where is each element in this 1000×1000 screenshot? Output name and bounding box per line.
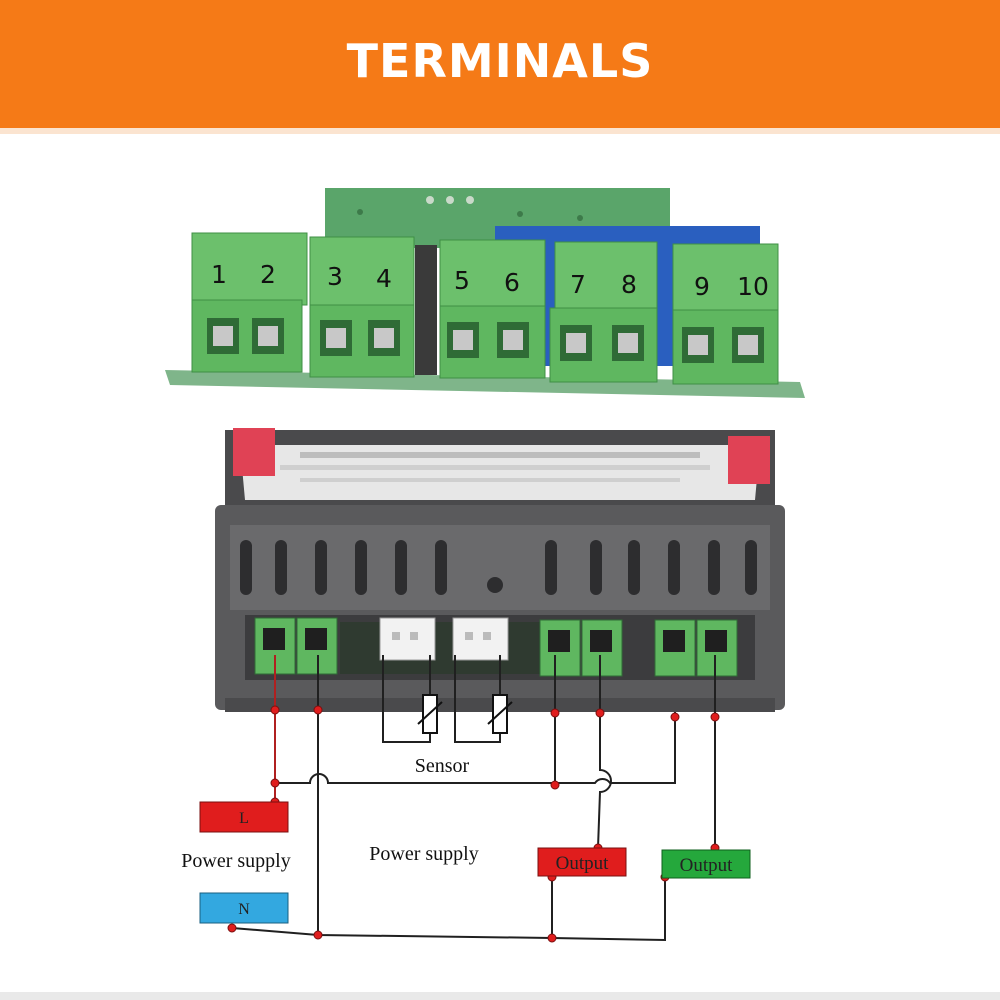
sensor-connector-2 (452, 617, 509, 661)
power-supply-left-label: Power supply (181, 850, 290, 872)
terminal-illustration: 1 2 3 4 5 6 7 8 9 10 (165, 188, 805, 943)
mounting-hole (487, 577, 503, 593)
sensor-probe-2 (487, 694, 513, 734)
terminal-block-7-8 (549, 241, 658, 383)
terminal-number-7: 7 (570, 270, 586, 299)
pcb-strip (340, 622, 540, 674)
pcb-component (466, 196, 474, 204)
output-green-box (661, 849, 751, 879)
sensor-probe-1 (417, 694, 443, 734)
terminal-block-9-10 (672, 243, 779, 385)
terminal-block-1-2 (191, 232, 308, 373)
housing-clip-left (233, 428, 275, 476)
neutral-terminal-box (199, 892, 289, 924)
terminal-number-9: 9 (694, 272, 710, 301)
terminal-number-2: 2 (260, 260, 276, 289)
pcb-component (517, 211, 523, 217)
power-supply-center-label: Power supply (369, 843, 478, 865)
vent-panel (230, 525, 770, 610)
sensor-label: Sensor (415, 755, 470, 777)
pcb-component (357, 209, 363, 215)
neutral-label: N (238, 901, 250, 918)
sensor-connector-1 (379, 617, 436, 661)
live-label: L (239, 810, 249, 827)
output-green-label: Output (680, 855, 734, 876)
housing-terminal-4 (581, 619, 623, 677)
terminal-number-10: 10 (737, 272, 769, 301)
controller-housing (215, 428, 785, 712)
terminal-number-4: 4 (376, 264, 392, 293)
terminal-board: 1 2 3 4 5 6 7 8 9 10 (165, 188, 805, 398)
terminal-number-5: 5 (454, 266, 470, 295)
pcb-gap (415, 245, 437, 375)
page-title: TERMINALS (346, 34, 654, 88)
terminal-number-6: 6 (504, 268, 520, 297)
banner-shadow (0, 128, 1000, 134)
housing-clip-right (728, 436, 770, 484)
housing-label-plate (240, 445, 760, 500)
vent-slots (240, 540, 757, 595)
footer-band (0, 992, 1000, 1000)
pcb-component (446, 196, 454, 204)
terminal-block-3-4 (309, 236, 415, 378)
terminal-block-5-6 (439, 239, 546, 379)
live-terminal-box (199, 801, 289, 833)
terminal-number-1: 1 (211, 260, 227, 289)
header-banner: TERMINALS (0, 0, 1000, 128)
pcb-component (426, 196, 434, 204)
terminal-number-8: 8 (621, 270, 637, 299)
output-red-box (537, 847, 627, 877)
terminal-number-3: 3 (327, 262, 343, 291)
pcb-component (577, 215, 583, 221)
output-red-label: Output (556, 853, 610, 874)
